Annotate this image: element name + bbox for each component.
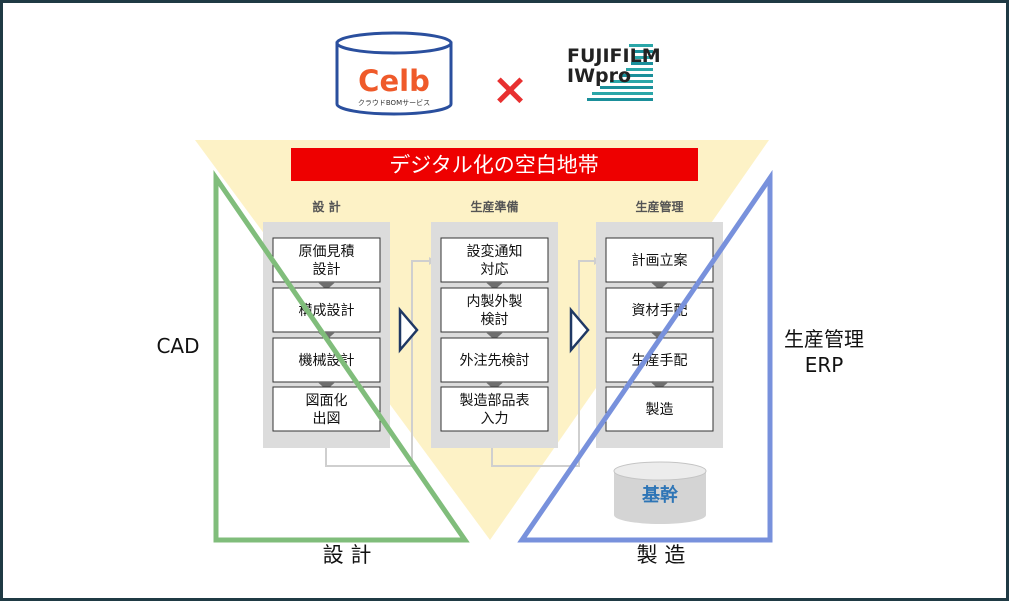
process-step-box bbox=[440, 386, 549, 432]
column-header: 設 計 bbox=[312, 199, 340, 214]
process-step-label: 図面化 bbox=[306, 393, 348, 409]
process-step-label: 出図 bbox=[313, 411, 341, 427]
process-step-box bbox=[440, 287, 549, 333]
step-down-arrow-icon bbox=[485, 382, 504, 390]
process-step-label: 対応 bbox=[481, 262, 509, 278]
process-step-box bbox=[272, 287, 381, 333]
celb-logo: Celb クラウドBOMサービス bbox=[335, 31, 453, 116]
erp-label-line1: 生産管理 bbox=[784, 327, 864, 351]
fujifilm-logo-line2: IWpro bbox=[567, 65, 631, 87]
column-transition-chevron-icon bbox=[398, 306, 419, 354]
fujifilm-iwpro-logo: FUJIFILM IWpro bbox=[567, 44, 661, 101]
fujifilm-stripe bbox=[633, 50, 653, 53]
fujifilm-stripe bbox=[631, 62, 653, 65]
process-step-label: 計画立案 bbox=[632, 252, 688, 269]
fujifilm-stripe bbox=[610, 80, 653, 83]
column-transition-arrows bbox=[398, 306, 590, 354]
fujifilm-stripe bbox=[621, 74, 653, 77]
design-cad-triangle bbox=[213, 169, 470, 543]
column-header: 生産準備 bbox=[470, 199, 518, 214]
core-system-database: 基幹 bbox=[613, 461, 707, 524]
process-step-label: 製造 bbox=[646, 402, 674, 418]
fujifilm-stripe bbox=[600, 86, 653, 89]
fujifilm-stripes-icon bbox=[587, 44, 653, 101]
celb-logo-subtitle: クラウドBOMサービス bbox=[358, 98, 430, 107]
process-step-box bbox=[440, 237, 549, 283]
fujifilm-stripe bbox=[634, 56, 653, 59]
process-step-label: 検討 bbox=[481, 312, 509, 328]
step-down-arrow-icon bbox=[317, 382, 336, 390]
bottom-design-label: 設 計 bbox=[323, 543, 372, 567]
fujifilm-logo-line1: FUJIFILM bbox=[567, 45, 661, 67]
celb-db-top bbox=[335, 31, 453, 55]
digital-gap-banner-text: デジタル化の空白地帯 bbox=[389, 153, 599, 177]
process-step-label: 設変通知 bbox=[467, 243, 523, 260]
process-step-box bbox=[605, 337, 714, 383]
digital-gap-banner bbox=[291, 148, 698, 181]
celb-db-icon bbox=[335, 41, 453, 116]
core-db-label: 基幹 bbox=[641, 484, 679, 506]
step-down-arrow-icon bbox=[485, 332, 504, 340]
process-step-label: 設計 bbox=[313, 262, 341, 278]
process-step-label: 原価見積 bbox=[299, 244, 355, 260]
process-step-box bbox=[605, 237, 714, 283]
column-header: 生産管理 bbox=[635, 199, 683, 214]
process-step-label: 製造部品表 bbox=[460, 393, 530, 409]
fujifilm-stripe bbox=[587, 98, 653, 101]
celb-logo-text: Celb bbox=[358, 64, 430, 98]
manufacturing-erp-triangle bbox=[517, 169, 773, 543]
process-step-label: 外注先検討 bbox=[460, 353, 530, 369]
cad-label: CAD bbox=[156, 334, 199, 358]
bottom-manufacturing-label: 製 造 bbox=[637, 543, 686, 567]
fujifilm-stripe bbox=[629, 44, 653, 47]
erp-label-line2: ERP bbox=[805, 353, 844, 377]
step-down-arrow-icon bbox=[650, 382, 669, 390]
core-db-icon bbox=[614, 471, 706, 524]
process-step-box bbox=[440, 337, 549, 383]
step-down-arrow-icon bbox=[485, 282, 504, 290]
flow-connector-line bbox=[491, 260, 601, 467]
times-icon: × bbox=[492, 64, 529, 115]
core-db-top bbox=[613, 461, 707, 481]
column-transition-chevron-icon bbox=[569, 306, 590, 354]
fujifilm-stripe bbox=[592, 92, 653, 95]
step-down-arrow-icon bbox=[650, 282, 669, 290]
process-step-label: 内製外製 bbox=[467, 294, 523, 310]
step-down-arrow-icon bbox=[317, 282, 336, 290]
process-step-label: 入力 bbox=[481, 411, 509, 427]
fujifilm-stripe bbox=[626, 68, 653, 71]
process-columns: 設 計原価見積設計構成設計機械設計図面化出図生産準備設変通知対応内製外製検討外注… bbox=[263, 199, 723, 448]
